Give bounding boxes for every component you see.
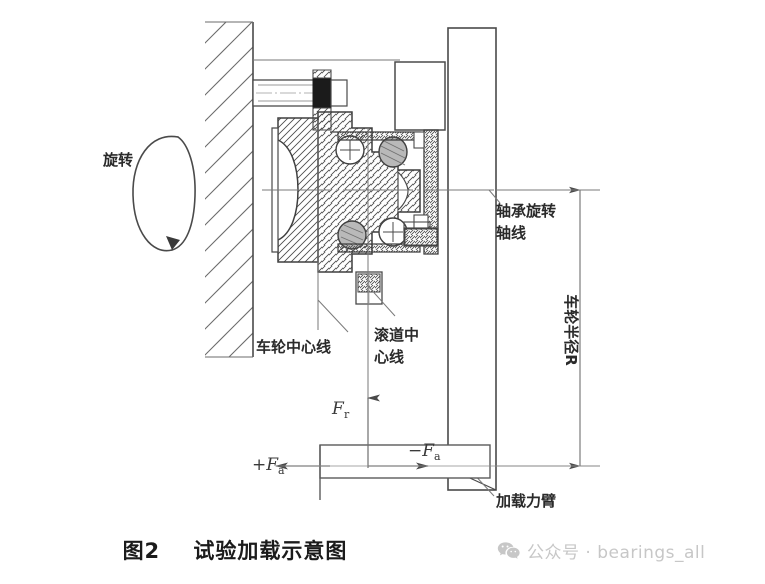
- watermark: 公众号 · bearings_all: [497, 538, 705, 563]
- force-axial-positive-label: +F: [252, 455, 279, 475]
- upper-bracket: [394, 61, 446, 131]
- figure-caption-text: 图2 试验加载示意图: [122, 539, 348, 563]
- ball-bearing-lower: [337, 217, 408, 250]
- wechat-icon: [497, 541, 520, 561]
- leader-bearing-axis: [488, 189, 501, 204]
- figure-caption: 图2 试验加载示意图: [0, 530, 470, 570]
- ball-bearing-upper: [335, 135, 408, 168]
- wechat-icon-glyph: [497, 541, 520, 559]
- raceway-centerline-label-line2: 心线: [374, 348, 404, 366]
- force-axial-positive-subscript: a: [278, 464, 285, 477]
- loading-arm-label: 加载力臂: [495, 492, 556, 510]
- force-axial-negative-subscript: a: [434, 450, 441, 463]
- raceway-centerline-label-line1: 滚道中: [374, 326, 419, 344]
- loading-arm-bar: [319, 428, 491, 500]
- bearing-outer-ring: [330, 129, 439, 255]
- force-radial-subscript: r: [344, 408, 350, 421]
- wheel-centerline-label: 车轮中心线: [256, 338, 331, 356]
- rotation-arrow-icon: [132, 135, 196, 252]
- force-axial-negative-label: −F: [408, 441, 435, 461]
- leader-raceway-centerline: [367, 285, 396, 317]
- lower-flange-stud: [355, 271, 383, 305]
- wheel-radius-label: 车轮半径R: [562, 294, 580, 366]
- load-frame-plate: [447, 27, 497, 491]
- rotation-label: 旋转: [102, 151, 133, 169]
- bearing-axis-label-line1: 轴承旋转: [496, 202, 556, 220]
- bearing-axis-label-line2: 轴线: [496, 224, 526, 242]
- watermark-text: 公众号 · bearings_all: [527, 543, 706, 563]
- force-radial-label: F: [331, 399, 345, 419]
- leader-wheel-centerline: [317, 299, 349, 333]
- force-arrows: [274, 394, 600, 470]
- mounting-wall: [205, 21, 254, 358]
